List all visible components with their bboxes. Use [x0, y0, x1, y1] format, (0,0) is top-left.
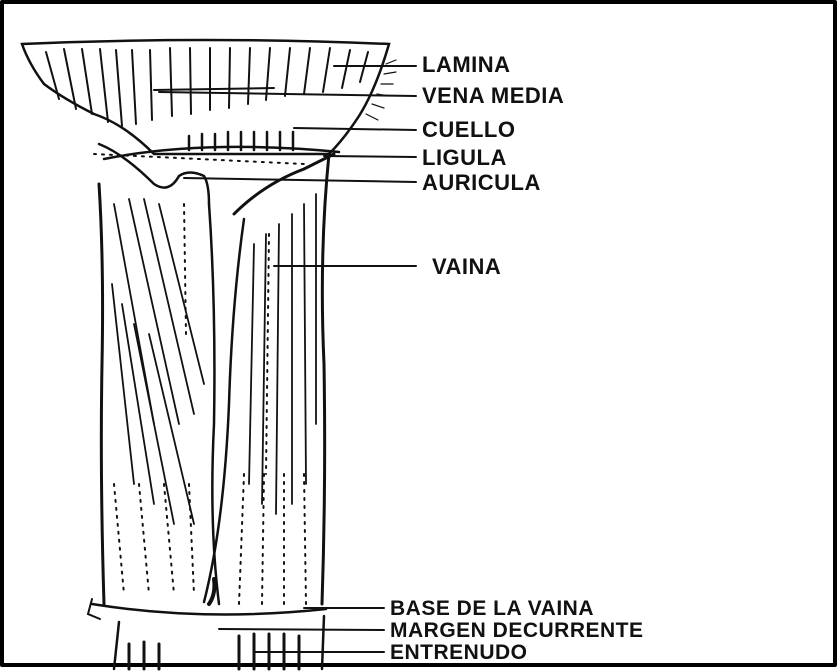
label-margen-decurrente: MARGEN DECURRENTE — [390, 620, 644, 641]
sheath-left-edge — [99, 184, 104, 604]
label-ligula: LIGULA — [422, 147, 507, 169]
leader-ligula — [324, 156, 416, 157]
label-auricula: AURICULA — [422, 172, 541, 194]
label-vena-media: VENA MEDIA — [422, 85, 564, 107]
sheath-overlap-edge — [209, 204, 219, 604]
leader-auricula — [184, 178, 416, 182]
leaf-sheath-illustration — [4, 4, 837, 671]
sheath-right-edge — [322, 154, 329, 604]
leader-cuello — [294, 128, 416, 130]
lamina-outline — [22, 40, 389, 154]
label-entrenudo: ENTRENUDO — [390, 642, 528, 663]
label-cuello: CUELLO — [422, 119, 515, 141]
leader-margen-decurrente — [219, 629, 384, 630]
label-lamina: LAMINA — [422, 54, 511, 76]
label-vaina: VAINA — [432, 256, 501, 278]
label-base-de-la-vaina: BASE DE LA VAINA — [390, 598, 594, 619]
